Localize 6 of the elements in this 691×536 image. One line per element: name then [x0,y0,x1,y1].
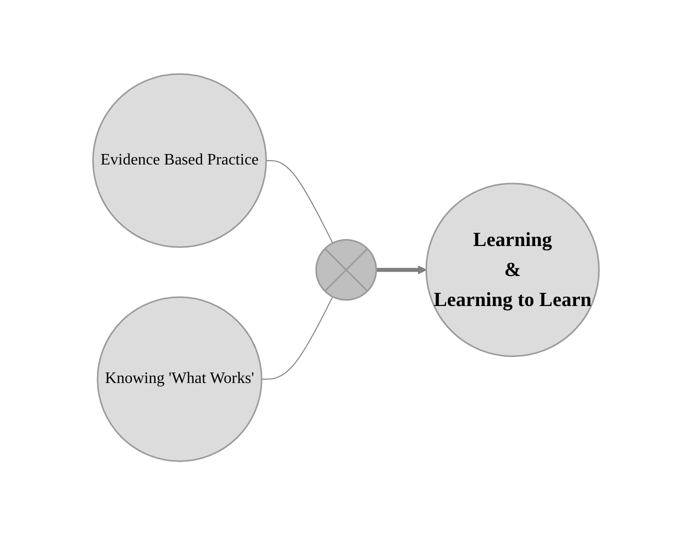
node-circle: Evidence Based Practice [92,74,266,248]
arrow [376,266,426,275]
node-circle: Knowing 'What Works' [96,296,262,462]
connector [260,296,333,380]
connector [265,160,333,244]
node-circle: Learning & Learning to Learn [424,183,600,358]
